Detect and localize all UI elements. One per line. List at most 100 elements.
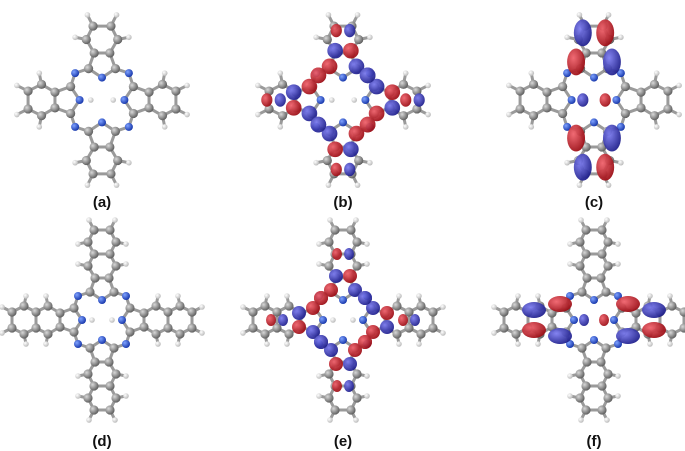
carbon-atom (596, 273, 606, 283)
carbon-atom (392, 301, 402, 311)
negative-lobe (324, 343, 338, 357)
hydrogen-atom (113, 12, 120, 18)
hydrogen-atom (327, 417, 333, 423)
hydrogen-atom (184, 82, 190, 89)
hydrogen-atom (667, 341, 673, 347)
hydrogen-atom (353, 217, 359, 223)
hydrogen-atom (576, 12, 583, 18)
hydrogen-atom (84, 182, 91, 188)
panel-f (491, 217, 685, 423)
carbon-atom (7, 323, 17, 333)
positive-lobe (642, 322, 666, 338)
hydrogen-atom (43, 341, 49, 347)
hydrogen-atom (578, 417, 584, 423)
atom-group (506, 12, 682, 188)
negative-lobe (577, 93, 589, 107)
hydrogen-atom (72, 34, 78, 41)
carbon-atom (125, 303, 135, 313)
carbon-atom (90, 357, 100, 367)
carbon-atom (69, 327, 79, 337)
carbon-atom (577, 343, 587, 353)
hydrogen-atom (75, 393, 81, 399)
carbon-atom (113, 155, 123, 166)
carbon-atom (597, 225, 607, 235)
negative-lobe (602, 124, 621, 152)
carbon-atom (284, 329, 294, 339)
nitrogen-atom (71, 122, 80, 131)
hydrogen-atom (112, 417, 118, 423)
carbon-atom (277, 111, 288, 121)
carbon-atom (416, 329, 426, 339)
hydrogen-atom (155, 293, 161, 299)
positive-lobe (306, 301, 320, 315)
negative-lobe (579, 314, 589, 326)
negative-lobe (358, 291, 372, 305)
hydrogen-atom (491, 304, 497, 310)
carbon-atom (110, 64, 121, 74)
hydrogen-atom (604, 417, 610, 423)
hydrogen-atom (161, 70, 168, 76)
carbon-atom (404, 307, 414, 317)
carbon-atom (83, 64, 94, 74)
positive-lobe (599, 314, 609, 326)
hydrogen-atom (396, 293, 402, 299)
hydrogen-atom (364, 393, 370, 399)
hydrogen-atom (615, 261, 621, 267)
negative-lobe (368, 78, 385, 95)
hydrogen-atom (23, 293, 29, 299)
carbon-atom (354, 155, 364, 166)
carbon-atom (139, 322, 149, 332)
carbon-atom (575, 393, 585, 403)
nitrogen-atom (98, 296, 106, 304)
carbon-atom (398, 111, 409, 121)
nitrogen-atom (98, 73, 106, 82)
carbon-atom (50, 103, 60, 113)
nitrogen-atom (339, 73, 347, 82)
hydrogen-atom (126, 159, 132, 166)
nitrogen-atom (566, 340, 574, 348)
negative-lobe (384, 100, 401, 116)
carbon-atom (19, 301, 29, 311)
hydrogen-atom (14, 82, 20, 89)
carbon-atom (352, 369, 362, 379)
negative-lobe (359, 67, 376, 84)
carbon-atom (111, 393, 121, 403)
panel-b (255, 12, 431, 188)
nitrogen-atom (319, 316, 327, 324)
positive-lobe (596, 19, 615, 47)
carbon-atom (636, 87, 646, 97)
atom-group (0, 217, 205, 423)
carbon-atom (581, 225, 591, 235)
carbon-atom (163, 323, 173, 333)
carbon-atom (187, 307, 197, 317)
carbon-atom (324, 393, 334, 403)
carbon-atom (83, 393, 93, 403)
carbon-atom (499, 307, 509, 317)
carbon-atom (322, 34, 332, 45)
hydrogen-atom (676, 111, 682, 118)
carbon-atom (31, 307, 41, 317)
carbon-atom (575, 237, 585, 247)
negative-lobe (344, 248, 354, 260)
carbon-atom (636, 103, 646, 113)
carbon-atom (128, 81, 138, 92)
carbon-atom (398, 79, 409, 89)
hydrogen-atom (123, 261, 129, 267)
hydrogen-atom (255, 82, 261, 89)
carbon-atom (171, 104, 181, 114)
orbital-lobes (266, 248, 420, 392)
hydrogen-atom (240, 304, 246, 310)
hydrogen-atom (535, 341, 541, 347)
hydrogen-atom (354, 12, 361, 18)
hydrogen-atom (89, 317, 95, 323)
carbon-atom (187, 323, 197, 333)
hydrogen-atom (43, 293, 49, 299)
carbon-atom (352, 261, 362, 271)
negative-lobe (343, 141, 359, 158)
carbon-atom (582, 357, 592, 367)
hydrogen-atom (653, 124, 660, 130)
hydrogen-atom (647, 293, 653, 299)
hydrogen-atom (576, 182, 583, 188)
carbon-atom (111, 237, 121, 247)
carbon-atom (85, 287, 95, 297)
